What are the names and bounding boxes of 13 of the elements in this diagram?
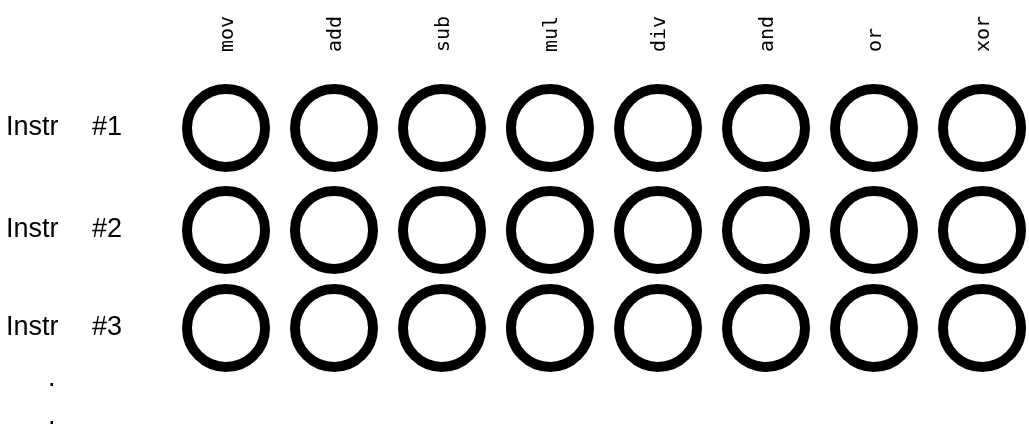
column-header: or: [862, 27, 886, 52]
column-header: sub: [430, 15, 454, 52]
row-label: Instr #2: [6, 213, 123, 244]
column-header: xor: [970, 15, 994, 52]
ellipsis-dot: .: [48, 362, 56, 393]
row-label: Instr #1: [6, 111, 123, 142]
ellipsis-dot: .: [48, 400, 56, 431]
column-header: and: [754, 15, 778, 52]
column-header: div: [646, 15, 670, 52]
column-header: add: [322, 15, 346, 52]
row-label: Instr #3: [6, 311, 123, 342]
column-header: mov: [214, 15, 238, 52]
column-header: mul: [538, 15, 562, 52]
